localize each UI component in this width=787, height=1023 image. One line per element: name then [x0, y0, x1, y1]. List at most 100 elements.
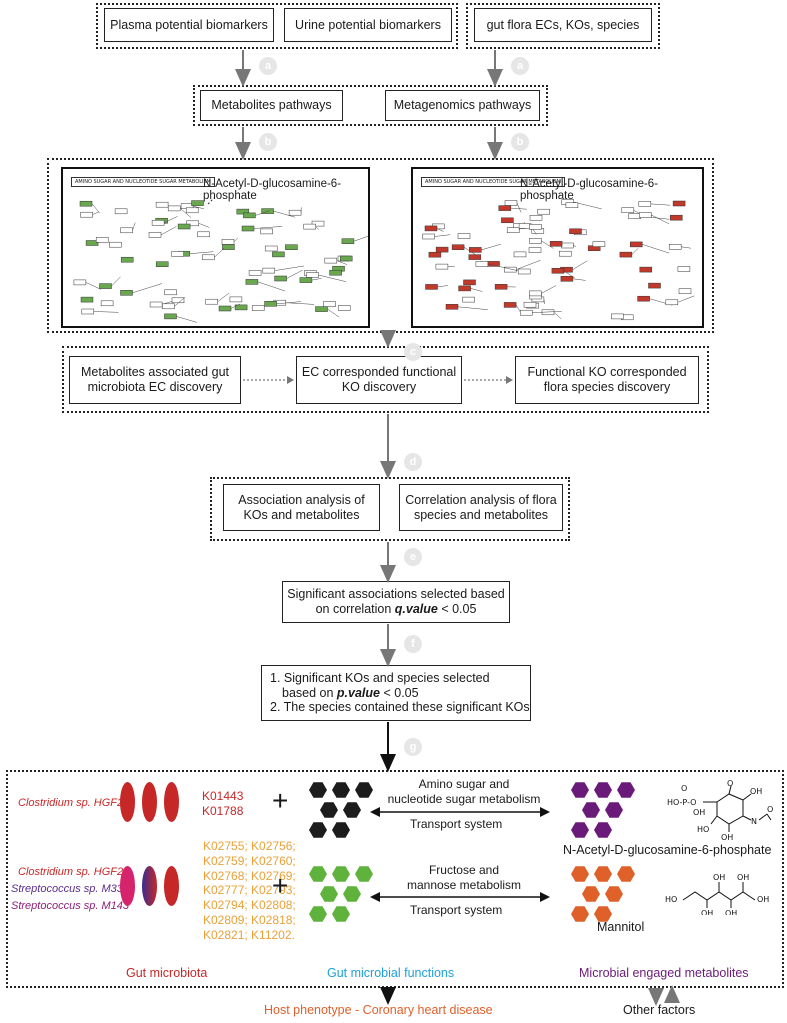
enzyme-box [504, 200, 518, 206]
pathway-edge [516, 259, 541, 270]
pathway-edge [273, 210, 296, 218]
hexagon [582, 802, 600, 818]
pathway-edge [214, 247, 225, 258]
selection-line2: based on p.value < 0.05 [270, 686, 530, 701]
enzyme-box [422, 233, 435, 240]
pathway-edge [189, 251, 214, 254]
enzyme-box [445, 304, 459, 310]
enzyme-box [638, 201, 652, 207]
pathway-edge [255, 210, 270, 216]
p-value-label: p.value [336, 685, 380, 700]
hexagon [309, 822, 327, 838]
enzyme-box [149, 301, 163, 308]
enzyme-box [241, 225, 255, 232]
hexagon [332, 782, 350, 798]
gut-flora-group [466, 3, 660, 49]
pathway-edge [253, 226, 283, 229]
enzyme-box [462, 296, 475, 303]
enzyme-box [665, 299, 679, 306]
enzyme-box [529, 215, 543, 221]
hexagon [594, 782, 612, 798]
row2-double-arrow [370, 892, 550, 902]
plus-sign-row1: + [272, 785, 289, 816]
hexagon [571, 866, 589, 882]
selection-line1: 1. Significant KOs and species selected [270, 671, 490, 685]
pathway-edge [233, 237, 239, 243]
hexagon [355, 782, 373, 798]
enzyme-box [475, 261, 489, 267]
significant-line2: on correlation q.value < 0.05 [316, 602, 477, 617]
enzyme-box [185, 207, 199, 214]
significant-line2-prefix: on correlation [315, 602, 395, 616]
enzyme-box [424, 225, 438, 232]
enzyme-box [251, 305, 265, 311]
enzyme-box [639, 266, 653, 273]
kegg-compound-label: N-Acetyl-D-glucosamine-6-phosphate [203, 178, 342, 202]
pathway-edge [93, 311, 119, 313]
ec-discovery-box: Metabolites associated gut microbiota EC… [69, 356, 241, 404]
kegg-map-drawing [73, 200, 368, 323]
enzyme-box [504, 266, 517, 273]
enzyme-box [236, 208, 250, 215]
pathway-edge [642, 244, 670, 254]
row1-ko-0: K01443 [202, 789, 244, 803]
hexagon [309, 782, 327, 798]
kegg-map-drawing [422, 199, 695, 321]
enzyme-box [569, 228, 582, 235]
enzyme-box [621, 207, 635, 213]
pathway-edge [327, 308, 340, 318]
row2-species-2: Streptococcus sp. M143 [11, 900, 130, 912]
enzyme-box [171, 297, 185, 304]
species-discovery-box: Functional KO corresponded flora species… [515, 356, 699, 404]
enzyme-box [549, 241, 563, 247]
pathway-edge [437, 285, 448, 288]
row2-ko-3: K02777; K02793; [203, 883, 296, 898]
pathway-edge [541, 240, 554, 249]
hexagon [343, 886, 361, 902]
enzyme-box [520, 309, 533, 316]
enzyme-box [306, 272, 319, 278]
hexagon [355, 866, 373, 882]
enzyme-box [324, 257, 338, 264]
enzyme-box [513, 251, 527, 258]
enzyme-box [243, 212, 256, 219]
row2-ko-5: K02809; K02818; [203, 912, 296, 927]
enzyme-box [523, 301, 537, 308]
enzyme-box [529, 224, 542, 230]
hexagon [582, 886, 600, 902]
enzyme-box [670, 214, 683, 221]
row2-ko-6: K02821; K11202. [203, 927, 295, 942]
enzyme-box [435, 263, 449, 270]
enzyme-box [315, 306, 328, 312]
enzyme-box [229, 296, 243, 303]
enzyme-box [99, 283, 112, 289]
ko-metabolite-association-box: Association analysis of KOs and metaboli… [223, 484, 380, 531]
pathway-edge [553, 312, 562, 320]
pathway-edge [681, 246, 692, 249]
enzyme-box [162, 303, 175, 310]
enzyme-box [501, 217, 514, 224]
step-f: f [404, 635, 422, 653]
pathway-edge [651, 214, 670, 225]
enzyme-box [506, 227, 520, 233]
row1-ko-1: K01788 [202, 804, 244, 818]
enzyme-box [425, 284, 438, 290]
step-g: g [404, 738, 422, 756]
pathway-edge [572, 260, 588, 270]
pathway-edge [436, 228, 444, 232]
pathway-edge [285, 302, 315, 305]
pathway-edge [470, 288, 483, 292]
enzyme-box [299, 277, 313, 283]
enzyme-box [222, 244, 235, 250]
pathway-edge [217, 292, 230, 302]
enzyme-box [177, 223, 191, 230]
enzyme-box [529, 290, 542, 297]
pathway-edge [276, 301, 302, 305]
row2-ko-2: K02768; K02769; [203, 868, 296, 883]
plus-sign-row2: + [272, 870, 289, 901]
enzyme-box [262, 267, 276, 274]
enzyme-box [463, 279, 476, 286]
enzyme-box [85, 240, 99, 246]
enzyme-box [151, 220, 165, 226]
svg-text:O: O [727, 780, 733, 788]
